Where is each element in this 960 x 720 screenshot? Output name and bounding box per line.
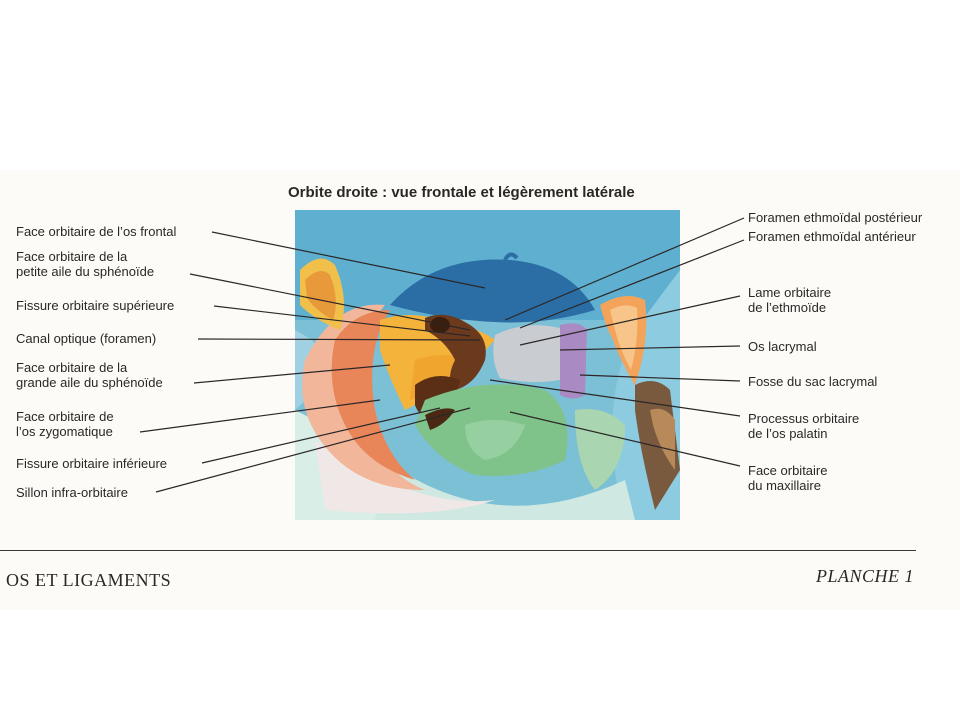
orbit-illustration (295, 210, 680, 520)
label-face-orbitaire-maxillaire: Face orbitaire du maxillaire (748, 463, 828, 493)
label-petite-aile-sphenoide: Face orbitaire de la petite aile du sphé… (16, 249, 155, 279)
plate-number: PLANCHE 1 (815, 566, 914, 586)
label-grande-aile-sphenoide: Face orbitaire de la grande aile du sphé… (16, 360, 163, 390)
label-fissure-orbitaire-inferieure: Fissure orbitaire inférieure (16, 456, 168, 471)
label-os-lacrymal: Os lacrymal (748, 339, 817, 354)
label-processus-orbitaire-palatin: Processus orbitaire de l’os palatin (748, 411, 860, 441)
label-foramen-ethmoidal-anterieur: Foramen ethmoïdal antérieur (748, 229, 916, 244)
figure-title: Orbite droite : vue frontale et légèreme… (288, 184, 635, 201)
label-sillon-infra-orbitaire: Sillon infra-orbitaire (16, 485, 128, 500)
label-fissure-orbitaire-superieure: Fissure orbitaire supérieure (16, 298, 175, 313)
label-canal-optique: Canal optique (foramen) (16, 331, 157, 346)
label-face-orbitaire-frontal: Face orbitaire de l’os frontal (16, 224, 177, 239)
label-lame-orbitaire-ethmoide: Lame orbitaire de l’ethmoïde (748, 285, 832, 315)
label-fosse-sac-lacrymal: Fosse du sac lacrymal (748, 374, 878, 389)
label-face-orbitaire-zygomatique: Face orbitaire de l’os zygomatique (16, 409, 114, 439)
section-title: OS ET LIGAMENTS (6, 570, 172, 590)
label-foramen-ethmoidal-posterieur: Foramen ethmoïdal postérieur (748, 210, 923, 225)
footer-rule (0, 550, 916, 551)
